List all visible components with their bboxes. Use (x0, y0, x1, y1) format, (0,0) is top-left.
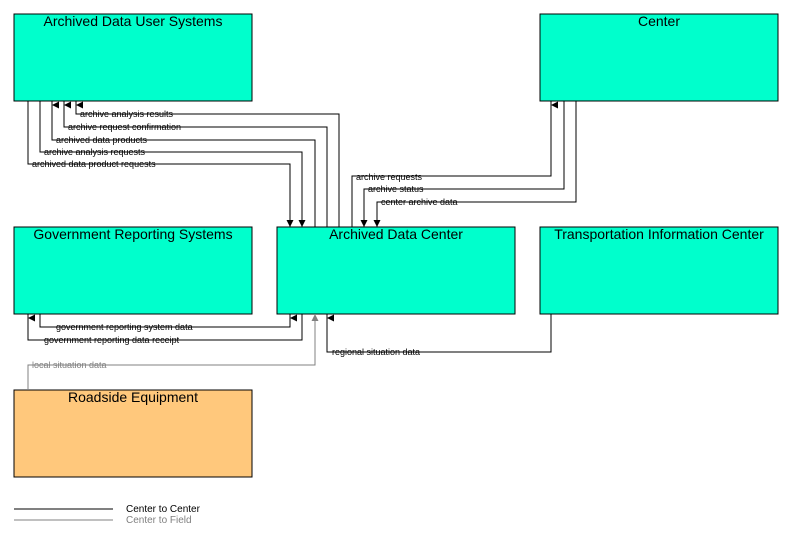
node-title: Center (638, 13, 680, 29)
node-title: Archived Data Center (329, 226, 463, 242)
node-box (13, 226, 253, 315)
flow-archived-data-products (51, 101, 316, 227)
node-government-reporting-systems: Government Reporting Systems (13, 226, 253, 315)
legend-label-center-to-center: Center to Center (126, 504, 201, 515)
flow-label: government reporting system data (56, 322, 193, 332)
node-title: Government Reporting Systems (33, 226, 232, 242)
flow-archive-analysis-requests (39, 101, 306, 227)
flow-regional-situation-data (326, 314, 552, 353)
flow-label: archive analysis results (80, 109, 174, 119)
flow-label: archived data product requests (32, 159, 156, 169)
node-title: Archived Data User Systems (44, 13, 223, 29)
node-archived-data-center: Archived Data Center (276, 226, 516, 315)
node-box (539, 13, 779, 102)
flow-label: archive request confirmation (68, 122, 181, 132)
node-roadside-equipment: Roadside Equipment (13, 389, 253, 478)
flow-archive-status (360, 101, 565, 227)
flow-label: center archive data (381, 197, 458, 207)
node-transportation-information-center: Transportation Information Center (539, 226, 779, 315)
flow-label: archive analysis requests (44, 147, 146, 157)
node-box (13, 389, 253, 478)
flow-label: archive status (368, 184, 424, 194)
flow-government-reporting-data-receipt (27, 314, 303, 341)
flow-label: archive requests (356, 172, 423, 182)
node-title: Transportation Information Center (554, 226, 764, 242)
flow-government-reporting-system-data (39, 314, 297, 328)
flow-archived-data-product-requests (27, 101, 294, 227)
flow-label: archived data products (56, 135, 148, 145)
node-box (13, 13, 253, 102)
flow-archive-analysis-results (75, 101, 340, 227)
flow-local-situation-data (27, 314, 319, 390)
flow-label: regional situation data (332, 347, 420, 357)
flow-archive-request-confirmation (63, 101, 328, 227)
node-center: Center (539, 13, 779, 102)
flow-label: government reporting data receipt (44, 335, 180, 345)
flow-label: local situation data (32, 360, 107, 370)
flow-archive-requests (351, 101, 558, 227)
flow-center-archive-data (373, 101, 577, 227)
legend: Center to Center Center to Field (14, 504, 201, 526)
legend-label-center-to-field: Center to Field (126, 515, 192, 526)
node-box (539, 226, 779, 315)
node-box (276, 226, 516, 315)
node-title: Roadside Equipment (68, 389, 198, 405)
node-archived-data-user-systems: Archived Data User Systems (13, 13, 253, 102)
